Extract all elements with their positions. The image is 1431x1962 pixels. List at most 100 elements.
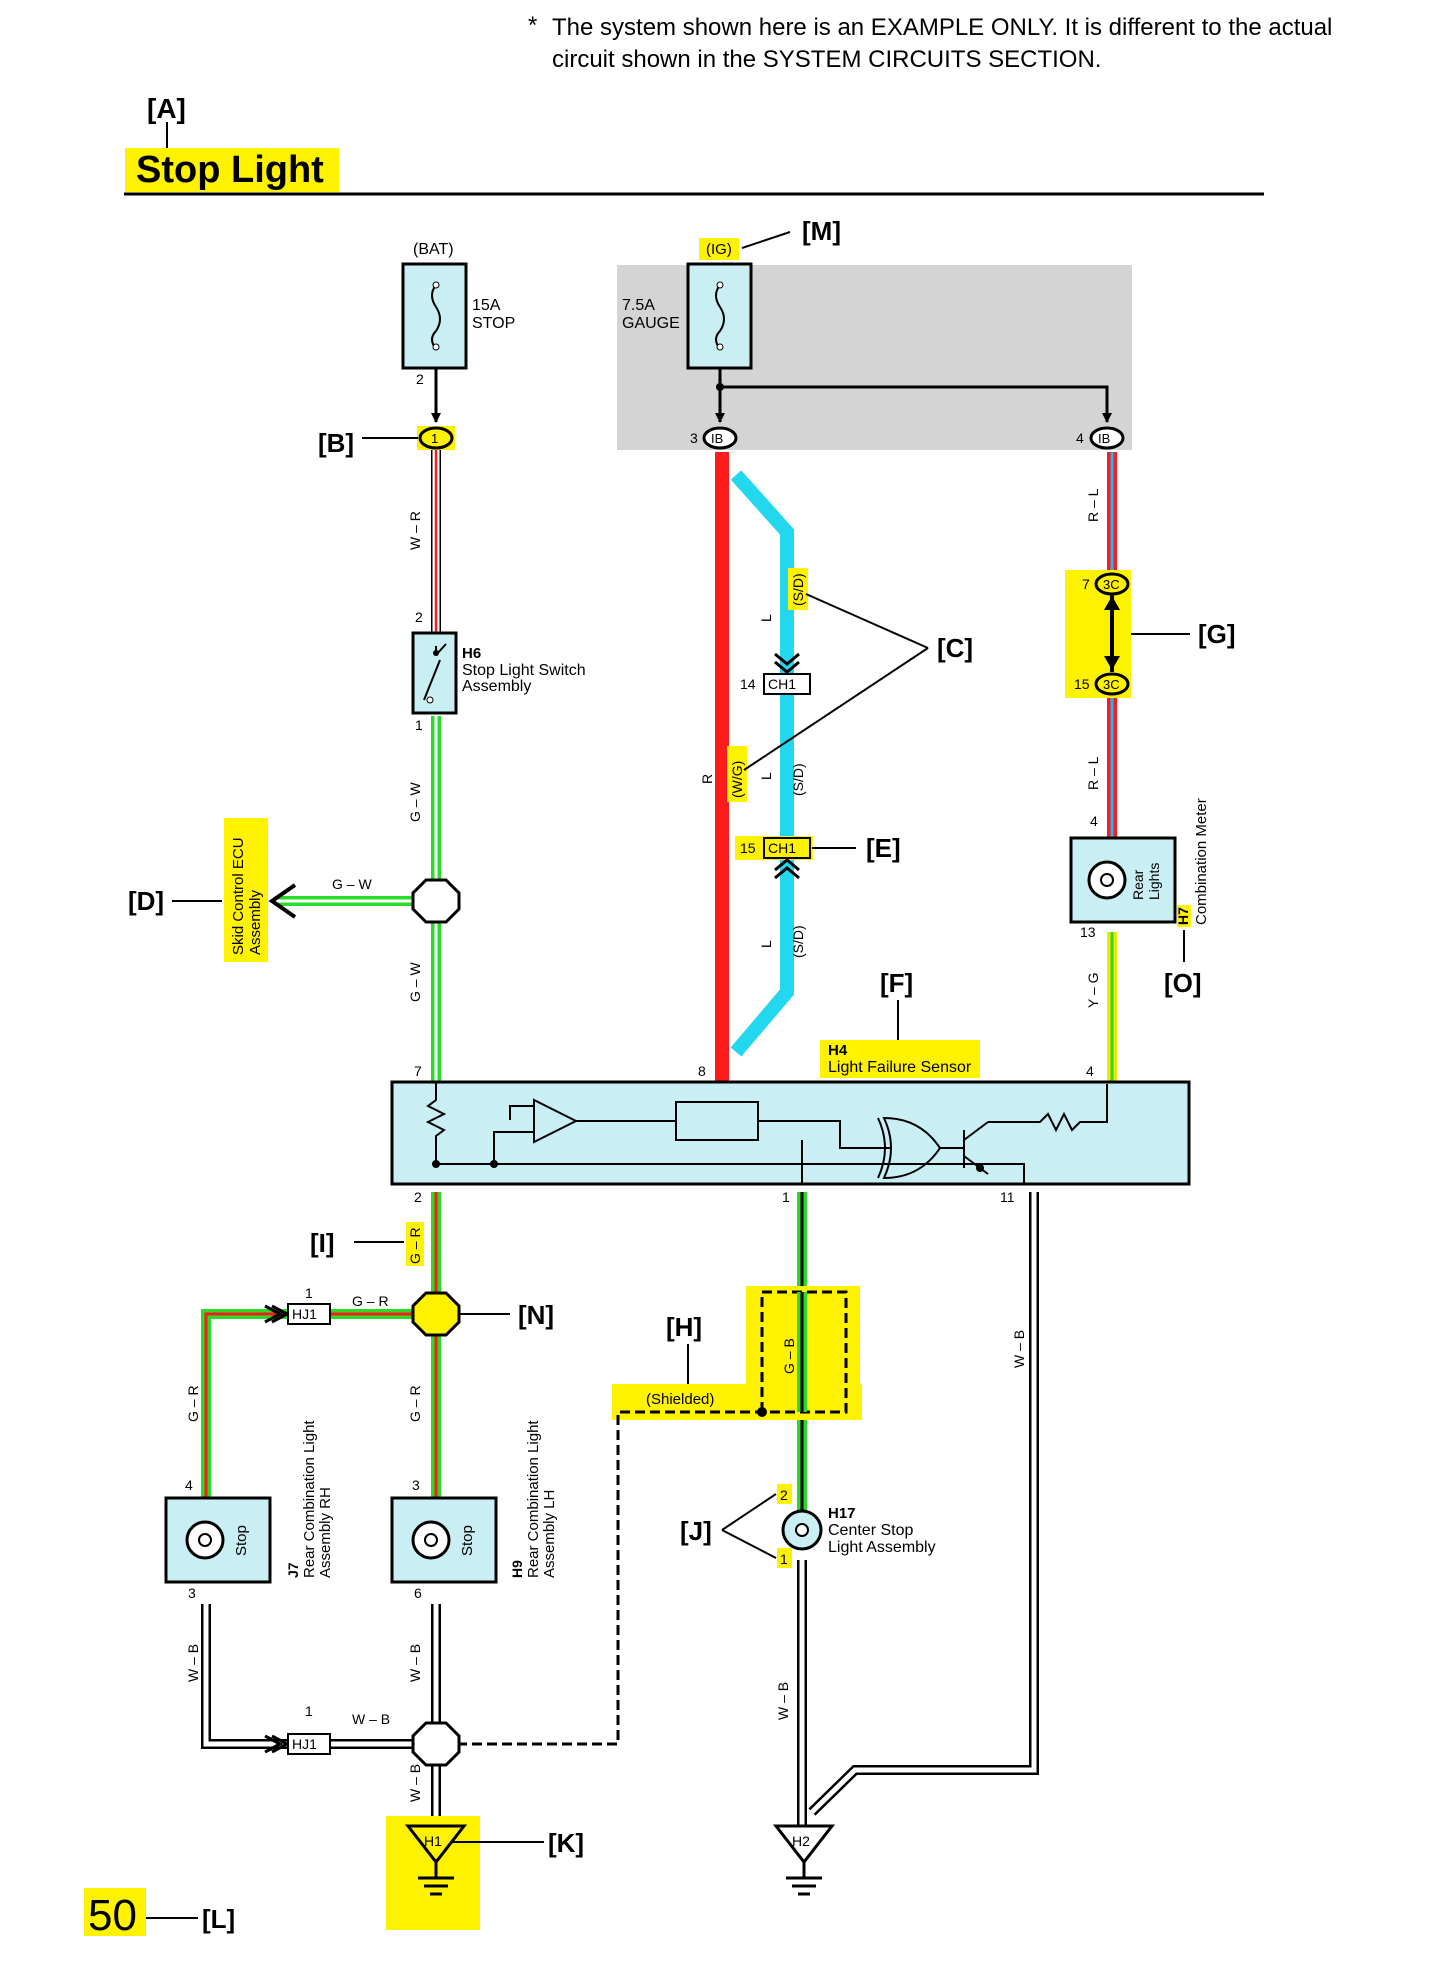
h9-pin-top: 3: [412, 1477, 420, 1493]
wire-label-wg: (W/G): [729, 761, 745, 798]
fuse-gauge-symbol: [715, 284, 725, 350]
callout-e: [E]: [866, 833, 901, 863]
connector-ch1-top: [763, 673, 811, 695]
h6-pin-top: 2: [415, 609, 423, 625]
wire-label-g-w-1: G – W: [407, 782, 423, 822]
h17-pin-top-highlight: [777, 1484, 792, 1504]
ig-highlight: [699, 238, 739, 260]
wire-label-y-g: Y – G: [1085, 972, 1101, 1008]
fuse-stop-rating: 15A: [472, 297, 501, 314]
g-r-highlight: [406, 1222, 424, 1266]
h9-lamp-label: Stop: [459, 1525, 476, 1556]
ib-pin-left: 3: [690, 430, 698, 446]
fuse-gauge-name: GAUGE: [622, 315, 680, 332]
h4-internal-circuit: [425, 1082, 1108, 1184]
sd-highlight: [788, 568, 808, 610]
callout-a: [A]: [147, 93, 186, 124]
h4-pin-1: 1: [782, 1189, 790, 1205]
connector-3c-top-label: 3C: [1103, 577, 1120, 592]
h17-pin-bottom: 1: [780, 1551, 788, 1567]
h9-name-1: Rear Combination Light: [525, 1420, 542, 1578]
bat-label: (BAT): [413, 241, 454, 258]
j7-pin-top: 4: [185, 1477, 193, 1493]
callout-l: [L]: [202, 1904, 235, 1934]
wire-label-g-b: G – B: [781, 1338, 797, 1374]
fuse-stop-name: STOP: [472, 315, 515, 332]
skid-highlight: [224, 818, 268, 962]
page-number-highlight: [84, 1888, 146, 1936]
callout-j: [J]: [680, 1516, 712, 1546]
wg-highlight: [727, 746, 747, 802]
h9-pin-bottom: 6: [414, 1585, 422, 1601]
callout-c: [C]: [937, 633, 973, 663]
ig-label: (IG): [706, 241, 732, 258]
connector-hj1-bottom-label: HJ1: [292, 1736, 317, 1752]
fuse-stop-symbol: [431, 284, 441, 350]
wire-label-r-l-1: R – L: [1085, 488, 1101, 522]
wire-label-sd-3: (S/D): [790, 925, 806, 958]
junction-d: [411, 878, 461, 924]
shielded-label: (Shielded): [646, 1391, 714, 1408]
h17-pin-bottom-highlight: [777, 1548, 792, 1568]
ground-h2: [772, 1824, 836, 1865]
ib-pin-right: 4: [1076, 430, 1084, 446]
3c-top-pin: 7: [1082, 576, 1090, 592]
fuse-gauge: [686, 262, 753, 370]
h4-pin-2: 2: [414, 1189, 422, 1205]
skid-arrow: [268, 883, 297, 919]
callout-f: [F]: [880, 968, 913, 998]
skid-name-1: Skid Control ECU: [230, 837, 247, 955]
ch1-top-pin: 14: [740, 676, 756, 692]
note-line-2: circuit shown in the SYSTEM CIRCUITS SEC…: [552, 46, 1101, 73]
wire-label-w-b-hj1: W – B: [352, 1711, 390, 1727]
callout-i: [I]: [310, 1228, 335, 1258]
note-star: *: [528, 12, 537, 39]
h6-name-1: Stop Light Switch: [462, 662, 586, 679]
callout-k: [K]: [548, 1828, 584, 1858]
connector-b: [418, 426, 454, 450]
h17-code: H17: [828, 1505, 856, 1522]
ground-h1-symbol: [418, 1862, 454, 1896]
callout-n: [N]: [518, 1300, 554, 1330]
junction-n: [411, 1291, 461, 1337]
h17-name-1: Center Stop: [828, 1522, 913, 1539]
h6-switch: [411, 631, 458, 715]
h4-pin-7: 7: [414, 1063, 422, 1079]
connector-b-label: 1: [431, 431, 438, 446]
connector-ch1-bottom-label: CH1: [768, 840, 796, 856]
wire-label-g-r-rh: G – R: [185, 1385, 201, 1422]
connector-ch1-top-label: CH1: [768, 676, 796, 692]
connector-hj1-top-label: HJ1: [292, 1306, 317, 1322]
wire-g-r: [201, 1192, 441, 1498]
wire-label-w-b-rh: W – B: [185, 1644, 201, 1682]
callout-m: [M]: [802, 216, 841, 246]
connector-ib-right: [1089, 426, 1125, 450]
j7-pin-bottom: 3: [188, 1585, 196, 1601]
h17-pin-top: 2: [780, 1487, 788, 1503]
wire-label-r-l-2: R – L: [1085, 756, 1101, 790]
callout-d: [D]: [128, 886, 164, 916]
wire-label-sd-2: (S/D): [790, 763, 806, 796]
hj1-bottom-pin: 1: [305, 1703, 313, 1719]
h7-code: H7: [1175, 907, 1191, 925]
wire-label-w-b-h17: W – B: [775, 1682, 791, 1720]
connector-ch1-bottom: [763, 837, 811, 859]
wire-label-w-r: W – R: [407, 511, 423, 550]
j7-name-1: Rear Combination Light: [301, 1420, 318, 1578]
junction-ground: [411, 1721, 461, 1767]
hj1-top-pin: 1: [305, 1285, 313, 1301]
h4-pin-4: 4: [1086, 1063, 1094, 1079]
wire-w-b: [201, 1192, 1039, 1830]
wire-label-g-r-i: G – R: [407, 1227, 423, 1264]
wire-label-g-w-2: G – W: [407, 962, 423, 1002]
h6-pin-bottom: 1: [415, 717, 423, 733]
h6-name-2: Assembly: [462, 678, 531, 695]
wire-label-l-3: L: [758, 940, 774, 948]
ground-h1-label: H1: [424, 1833, 442, 1849]
h4-name: Light Failure Sensor: [828, 1059, 972, 1076]
j7-code: J7: [285, 1562, 301, 1578]
wire-label-sd-1: (S/D): [790, 573, 806, 606]
j7-lamp-label: Stop: [233, 1525, 250, 1556]
h7-pin-top: 4: [1090, 813, 1098, 829]
